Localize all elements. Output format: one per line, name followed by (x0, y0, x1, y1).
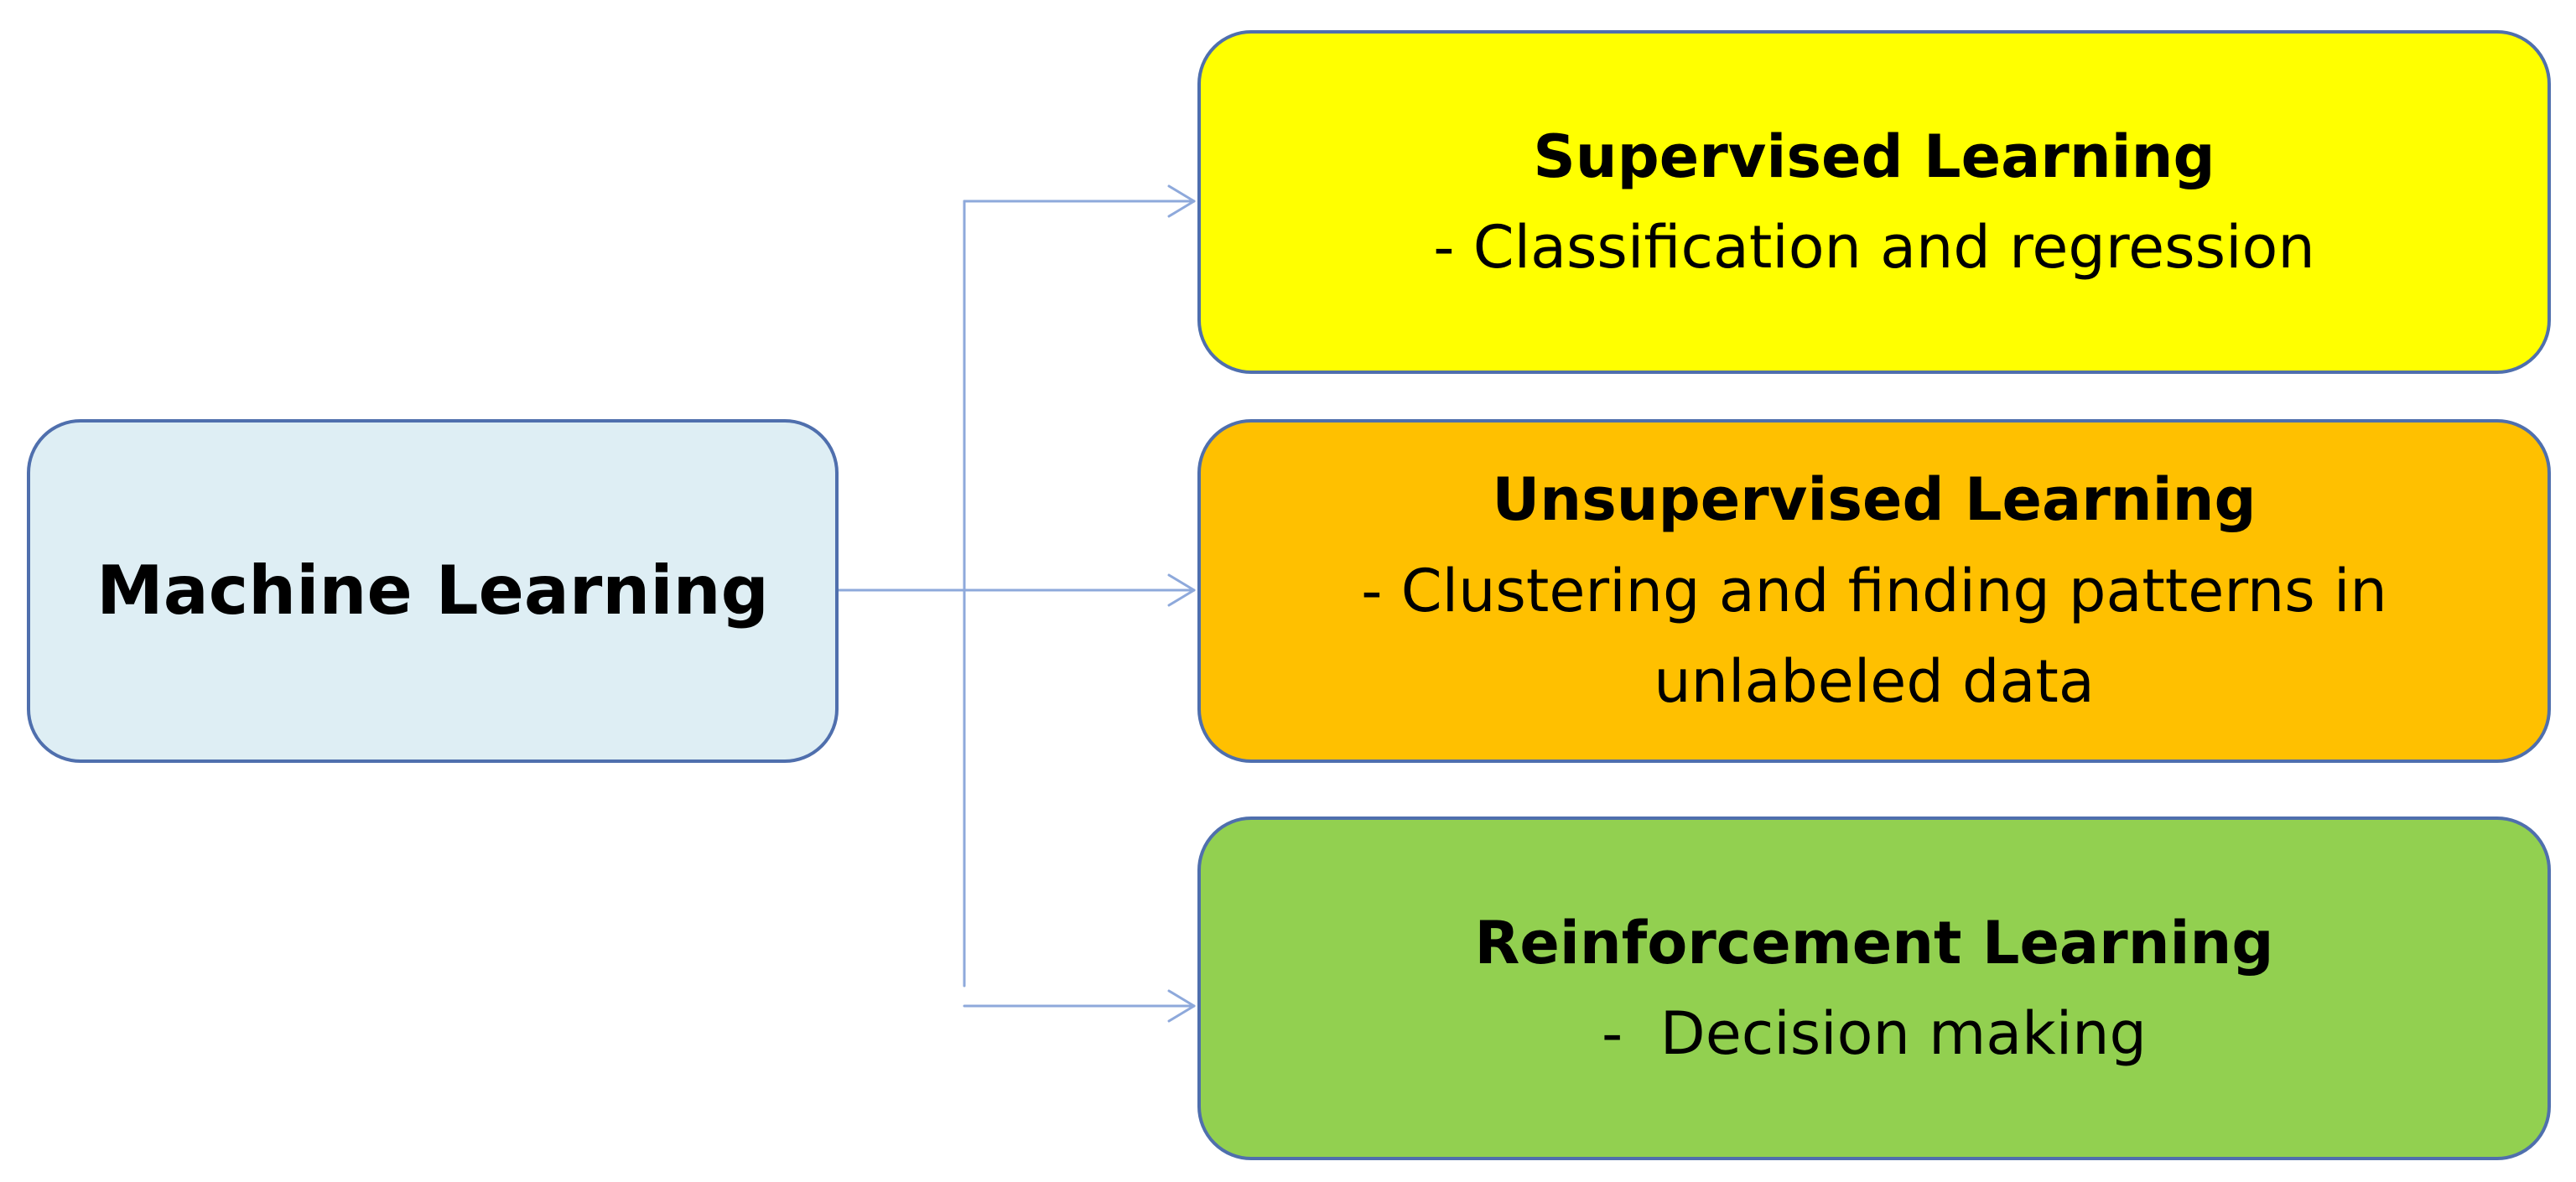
machine-learning-node: Machine Learning (27, 419, 839, 763)
machine-learning-label: Machine Learning (96, 552, 769, 630)
unsupervised-learning-title: Unsupervised Learning (1492, 465, 2257, 535)
supervised-learning-title: Supervised Learning (1533, 122, 2215, 191)
reinforcement-learning-description: - Decision making (1602, 999, 2147, 1068)
reinforcement-learning-title: Reinforcement Learning (1474, 908, 2274, 977)
reinforcement-learning-node: Reinforcement Learning - Decision making (1197, 817, 2551, 1160)
arrowhead-unsupervised (1167, 573, 1196, 607)
arrowhead-supervised (1167, 184, 1196, 218)
unsupervised-learning-description: - Clustering and finding patterns in unl… (1361, 556, 2407, 717)
unsupervised-learning-node: Unsupervised Learning - Clustering and f… (1197, 419, 2551, 763)
supervised-learning-node: Supervised Learning - Classification and… (1197, 30, 2551, 374)
supervised-learning-description: - Classification and regression (1433, 213, 2315, 282)
arrowhead-reinforcement (1167, 989, 1196, 1023)
